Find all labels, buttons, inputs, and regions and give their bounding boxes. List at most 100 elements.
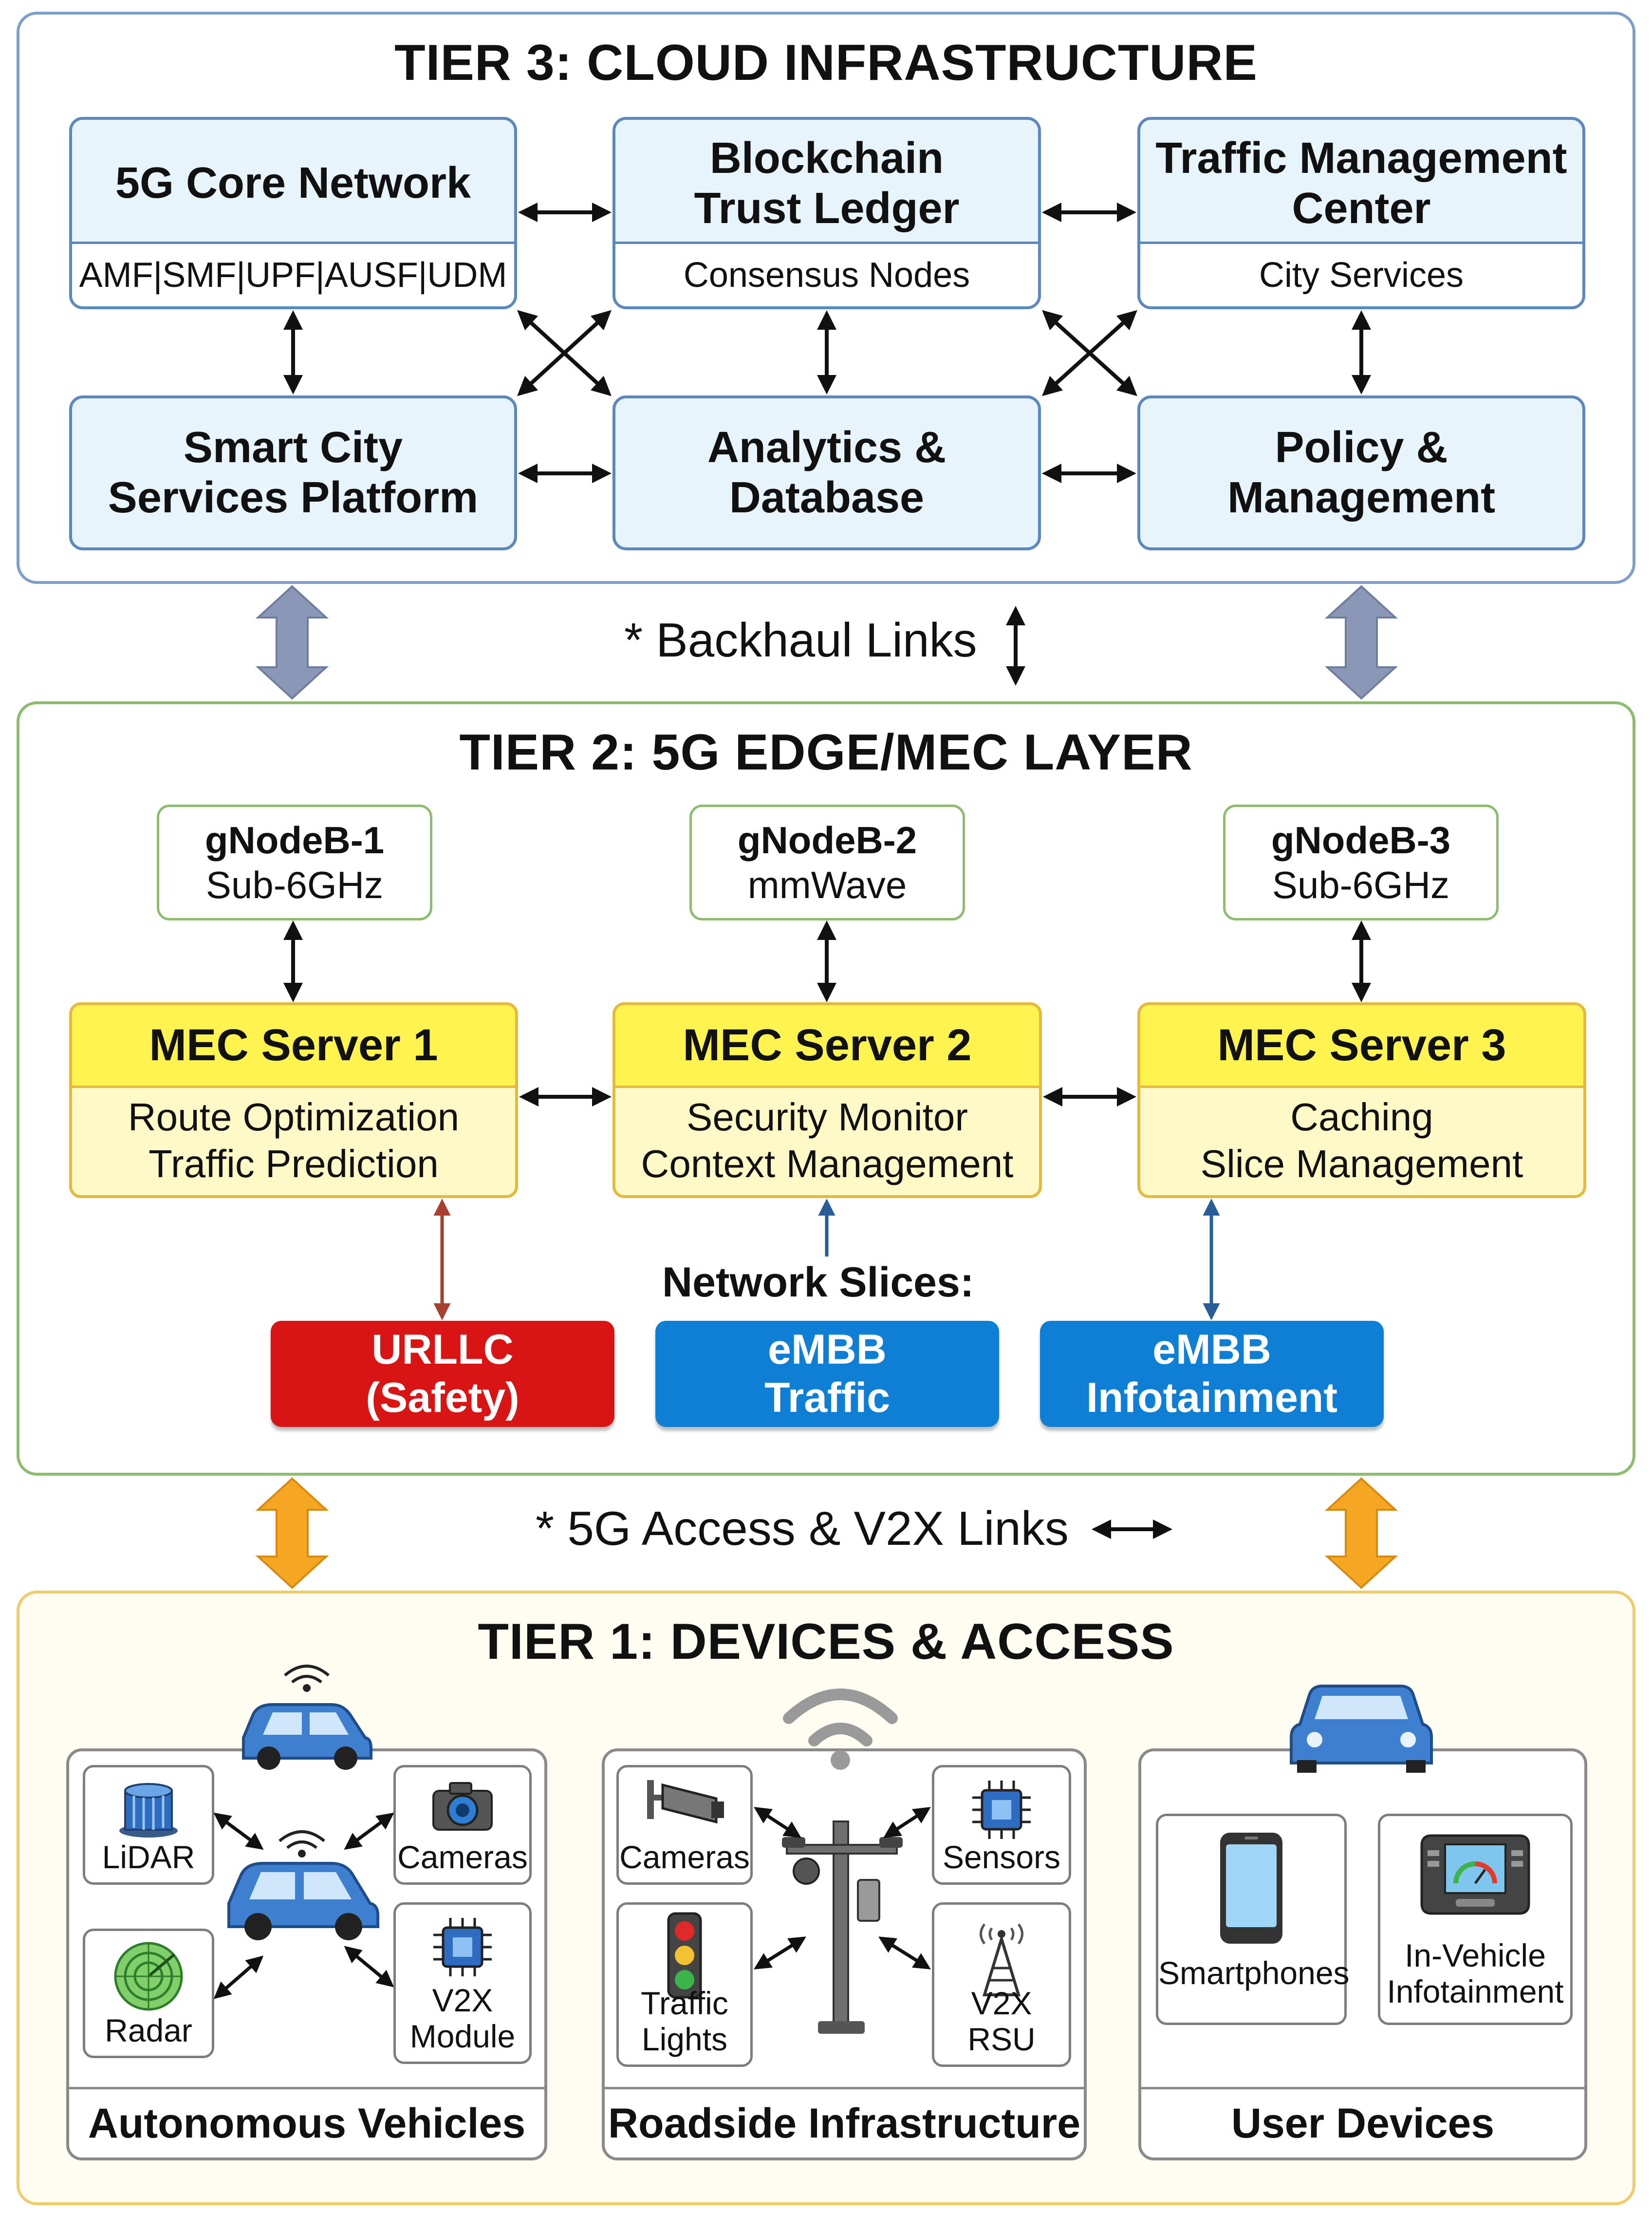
gnodeb-1-name: gNodeB-1 [204, 818, 385, 862]
arrow-diag-trafficcenter-analytics [1042, 310, 1137, 396]
v2x-module-card[interactable]: V2X Module [393, 1902, 532, 2064]
v2x-rsu-line1: V2X [971, 1985, 1032, 2022]
smartphone-icon [1220, 1833, 1282, 1944]
autonomous-vehicles-label: Autonomous Vehicles [69, 2087, 544, 2158]
core-network-functions: AMF|SMF|UPF|AUSF|UDM [72, 242, 514, 306]
policy-line1: Policy & [1275, 423, 1448, 472]
camera-icon [432, 1782, 493, 1831]
smart-city-line1: Smart City [183, 423, 403, 472]
wifi-icon [783, 1689, 898, 1770]
arrow-radar-car [213, 1955, 264, 1999]
core-network-box[interactable]: 5G Core Network AMF|SMF|UPF|AUSF|UDM [69, 117, 517, 309]
mec-server-1[interactable]: MEC Server 1 Route Optimization Traffic … [69, 1002, 518, 1198]
vehicle-sensor-links [213, 1812, 394, 1999]
blockchain-ledger-box[interactable]: Blockchain Trust Ledger Consensus Nodes [613, 117, 1041, 309]
blockchain-title-line2: Trust Ledger [694, 184, 960, 233]
slice-urllc-line2: (Safety) [366, 1374, 520, 1421]
slice-embb-infotainment-line1: eMBB [1152, 1326, 1271, 1373]
access-arrow-right [1324, 1477, 1398, 1589]
traffic-management-center-box[interactable]: Traffic Management Center City Services [1137, 117, 1585, 309]
chip-icon [433, 1918, 492, 1976]
traffic-light-icon [667, 1912, 702, 1999]
roadside-links [754, 1807, 931, 1970]
analytics-database-box[interactable]: Analytics & Database [613, 395, 1041, 550]
mec-server-1-function-1: Route Optimization [128, 1095, 460, 1139]
slice-embb-infotainment[interactable]: eMBB Infotainment [1040, 1321, 1384, 1427]
slice-embb-infotainment-line2: Infotainment [1086, 1374, 1337, 1421]
streetlight-pole-icon [782, 1820, 903, 2034]
policy-management-box[interactable]: Policy & Management [1137, 395, 1585, 550]
mec-server-1-function-2: Traffic Prediction [148, 1142, 439, 1185]
radar-icon [114, 1942, 183, 2011]
slice-urllc-safety[interactable]: URLLC (Safety) [271, 1321, 614, 1427]
access-v2x-links-label: * 5G Access & V2X Links [536, 1501, 1069, 1555]
radar-card[interactable]: Radar [83, 1929, 214, 2058]
analytics-line1: Analytics & [707, 423, 947, 472]
mec-server-2-title: MEC Server 2 [615, 1005, 1039, 1088]
access-arrows [255, 1477, 1398, 1589]
roadside-infrastructure-label: Roadside Infrastructure [605, 2087, 1084, 2158]
car-icon-user-devices [1290, 1685, 1433, 1773]
traffic-center-title-line1: Traffic Management [1155, 133, 1567, 183]
in-vehicle-infotainment-card[interactable]: In-Vehicle Infotainment [1378, 1814, 1573, 2025]
dashboard-display-icon [1420, 1834, 1530, 1915]
access-arrow-left [255, 1477, 329, 1589]
traffic-center-subtitle: City Services [1140, 242, 1582, 306]
backhaul-links-label: * Backhaul Links [624, 613, 977, 667]
gnodeb-3-name: gNodeB-3 [1271, 818, 1451, 862]
mec-server-3-function-2: Slice Management [1200, 1142, 1523, 1185]
backhaul-arrow-right [1324, 585, 1398, 700]
cctv-icon [647, 1780, 724, 1824]
mec-server-3-function-1: Caching [1290, 1095, 1433, 1139]
slice-embb-traffic-line1: eMBB [768, 1326, 887, 1373]
mec-server-3[interactable]: MEC Server 3 Caching Slice Management [1137, 1002, 1586, 1198]
core-network-title: 5G Core Network [115, 159, 471, 208]
network-slices-label: Network Slices: [662, 1259, 974, 1306]
mec-server-2-function-1: Security Monitor [687, 1095, 968, 1139]
roadside-cameras-card[interactable]: Cameras [616, 1765, 753, 1885]
slice-embb-traffic[interactable]: eMBB Traffic [655, 1321, 999, 1427]
smart-city-platform-box[interactable]: Smart City Services Platform [69, 395, 517, 550]
traffic-lights-line2: Lights [641, 2021, 728, 2058]
blockchain-title-line1: Blockchain [709, 133, 944, 183]
smart-city-line2: Services Platform [108, 473, 479, 522]
analytics-line2: Database [729, 473, 925, 522]
sensor-chip-icon [972, 1781, 1031, 1839]
sensors-card[interactable]: Sensors [932, 1765, 1071, 1885]
arrow-rsu-pole [878, 1936, 931, 1970]
mec-server-2-function-2: Context Management [641, 1142, 1014, 1185]
gnodeb-1[interactable]: gNodeB-1 Sub-6GHz [157, 805, 432, 920]
traffic-lights-card[interactable]: Traffic Lights [616, 1902, 753, 2067]
gnodeb-3-band: Sub-6GHz [1272, 863, 1450, 906]
gnodeb-3[interactable]: gNodeB-3 Sub-6GHz [1223, 805, 1499, 920]
smartphones-card[interactable]: Smartphones [1156, 1814, 1350, 2025]
gnodeb-2-band: mmWave [747, 863, 907, 906]
smartphones-label: Smartphones [1158, 1955, 1350, 1991]
arrow-cameras-car [344, 1812, 394, 1850]
arrow-diag-blockchain-smartcity [517, 310, 612, 396]
v2x-module-line2: Module [409, 2018, 516, 2055]
slice-embb-traffic-line2: Traffic [764, 1374, 891, 1421]
radar-label: Radar [105, 2012, 192, 2049]
arrow-sensors-pole [883, 1807, 931, 1838]
roadside-cameras-label: Cameras [619, 1839, 750, 1876]
slice-urllc-line1: URLLC [371, 1326, 514, 1373]
tier2-title: TIER 2: 5G EDGE/MEC LAYER [459, 724, 1193, 781]
v2x-rsu-line2: RSU [967, 2021, 1036, 2058]
lidar-card[interactable]: LiDAR [83, 1765, 214, 1885]
tier3-title: TIER 3: CLOUD INFRASTRUCTURE [394, 35, 1258, 91]
v2x-rsu-card[interactable]: V2X RSU [932, 1902, 1071, 2067]
vehicle-cameras-card[interactable]: Cameras [393, 1765, 532, 1885]
backhaul-arrows [255, 585, 1398, 700]
policy-line2: Management [1227, 473, 1496, 522]
gnodeb-2-name: gNodeB-2 [737, 818, 917, 862]
gnodeb-2[interactable]: gNodeB-2 mmWave [689, 805, 965, 920]
traffic-lights-line1: Traffic [641, 1985, 728, 2022]
car-icon-top [242, 1665, 372, 1770]
mec-server-2[interactable]: MEC Server 2 Security Monitor Context Ma… [613, 1002, 1042, 1198]
cloud-links [283, 203, 1371, 483]
arrow-lights-pole [754, 1936, 806, 1970]
vehicle-cameras-label: Cameras [397, 1839, 528, 1876]
car-icon-center [227, 1830, 379, 1940]
